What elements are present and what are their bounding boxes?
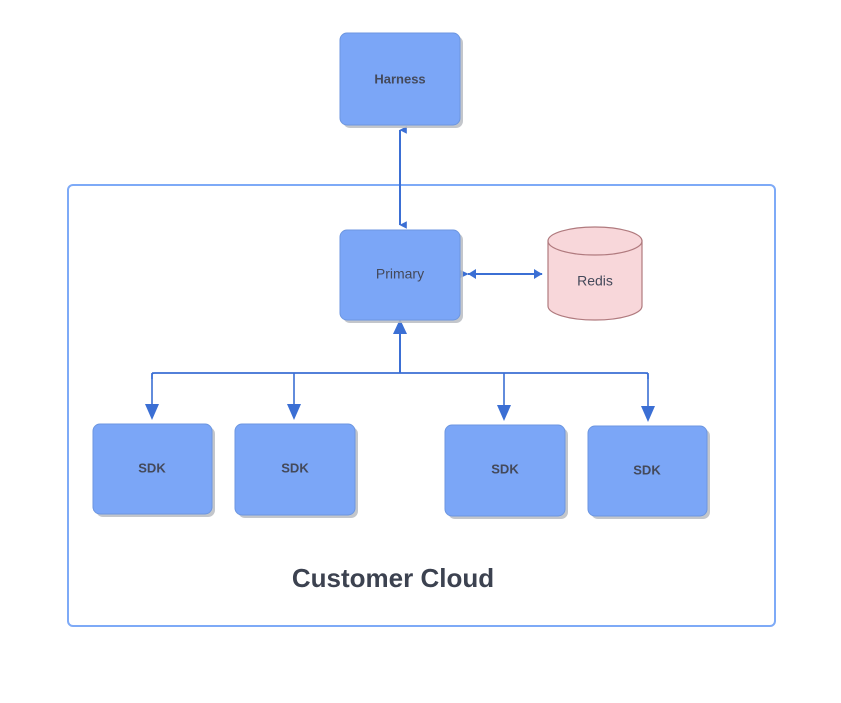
node-sdk-3-label: SDK xyxy=(491,461,519,476)
node-sdk-2[interactable]: SDK xyxy=(234,423,358,518)
node-sdk-4[interactable]: SDK xyxy=(587,425,710,519)
node-primary-label: Primary xyxy=(376,266,424,282)
node-harness-label: Harness xyxy=(374,71,425,86)
node-sdk-1-label: SDK xyxy=(138,460,166,475)
customer-cloud-title: Customer Cloud xyxy=(292,563,494,593)
node-primary[interactable]: Primary xyxy=(339,229,463,323)
node-sdk-2-label: SDK xyxy=(281,460,309,475)
node-sdk-3[interactable]: SDK xyxy=(444,424,568,519)
customer-cloud-group-frame xyxy=(67,184,776,627)
node-redis-label: Redis xyxy=(577,273,613,289)
edge-sdk-bus xyxy=(145,319,655,422)
node-redis[interactable]: Redis xyxy=(547,226,643,321)
edge-primary-redis xyxy=(460,269,543,279)
node-sdk-4-label: SDK xyxy=(633,462,661,477)
node-sdk-1[interactable]: SDK xyxy=(92,423,215,517)
node-harness[interactable]: Harness xyxy=(339,32,463,128)
